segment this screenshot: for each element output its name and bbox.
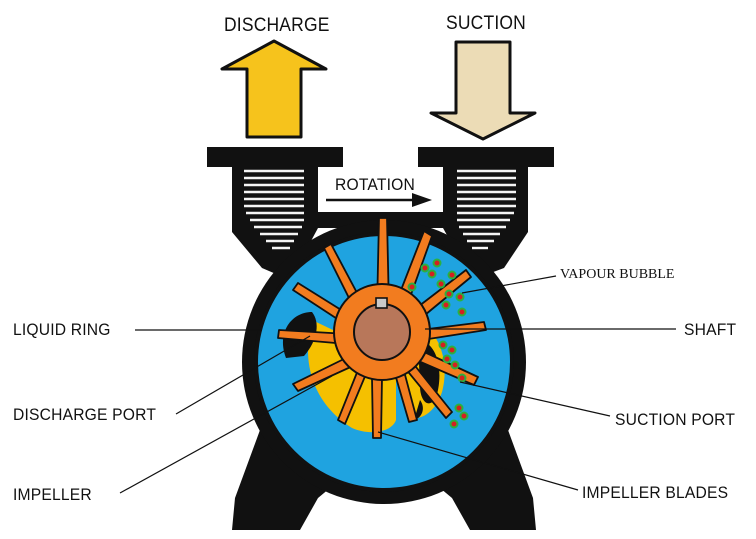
discharge-label: DISCHARGE <box>224 15 330 36</box>
leader-lines <box>119 275 676 494</box>
discharge-arrow <box>220 39 328 139</box>
rotation-arrow <box>326 193 432 207</box>
suction-arrow <box>429 40 537 141</box>
nozzle-threads <box>244 169 516 250</box>
vapour-bubbles <box>407 258 469 429</box>
discharge-port-label: DISCHARGE PORT <box>13 405 157 424</box>
vapour-bubble-label: VAPOUR BUBBLE <box>560 267 675 282</box>
rotation-label: ROTATION <box>335 175 415 194</box>
suction-label: SUCTION <box>446 13 526 34</box>
shaft-label: SHAFT <box>684 320 737 339</box>
liquid-ring-label: LIQUID RING <box>13 320 111 339</box>
impeller-blades-label: IMPELLER BLADES <box>582 483 729 502</box>
shaft <box>353 297 411 361</box>
suction-port-label: SUCTION PORT <box>615 410 736 429</box>
impeller-label: IMPELLER <box>13 485 92 504</box>
